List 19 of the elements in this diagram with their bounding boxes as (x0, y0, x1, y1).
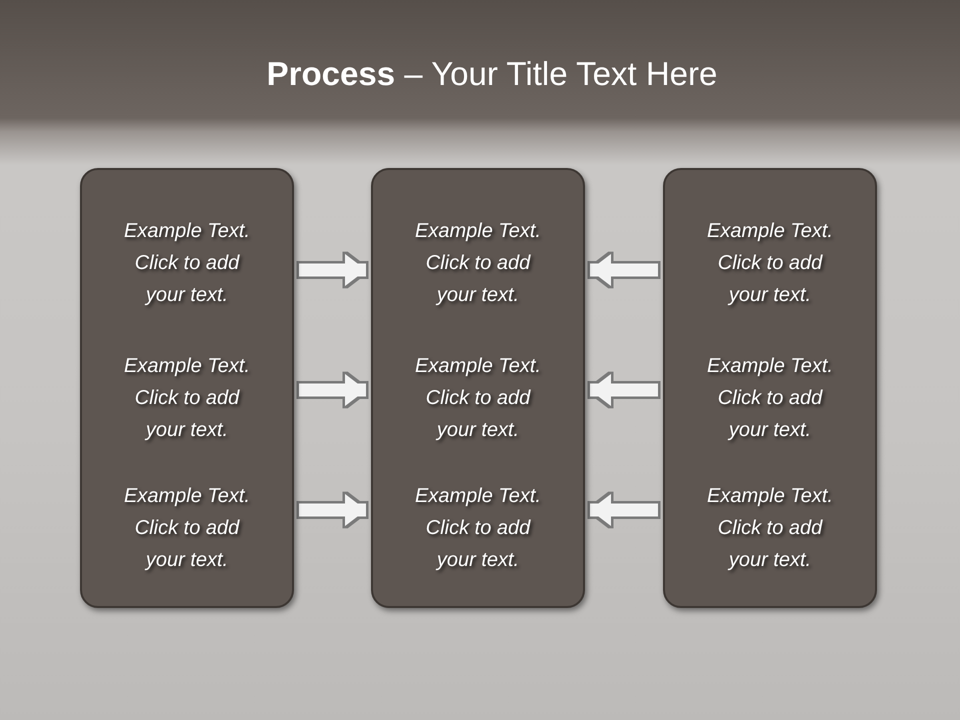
arrow (299, 494, 366, 526)
body-text: Example Text. Click to add your text. (706, 354, 834, 443)
arrow (590, 254, 658, 286)
slide-title: Process – Your Title Text Here (266, 54, 718, 94)
arrow (590, 494, 658, 526)
text-panel (663, 168, 877, 608)
arrow (590, 374, 658, 406)
arrow (299, 374, 366, 406)
text-panel (371, 168, 585, 608)
body-text: Example Text. Click to add your text. (414, 484, 542, 573)
body-text: Example Text. Click to add your text. (123, 219, 251, 308)
body-text: Example Text. Click to add your text. (706, 219, 834, 308)
body-text: Example Text. Click to add your text. (706, 484, 834, 573)
body-text: Example Text. Click to add your text. (414, 354, 542, 443)
arrow (299, 254, 366, 286)
body-text: Example Text. Click to add your text. (123, 354, 251, 443)
text-panel (80, 168, 294, 608)
body-text: Example Text. Click to add your text. (414, 219, 542, 308)
body-text: Example Text. Click to add your text. (123, 484, 251, 573)
